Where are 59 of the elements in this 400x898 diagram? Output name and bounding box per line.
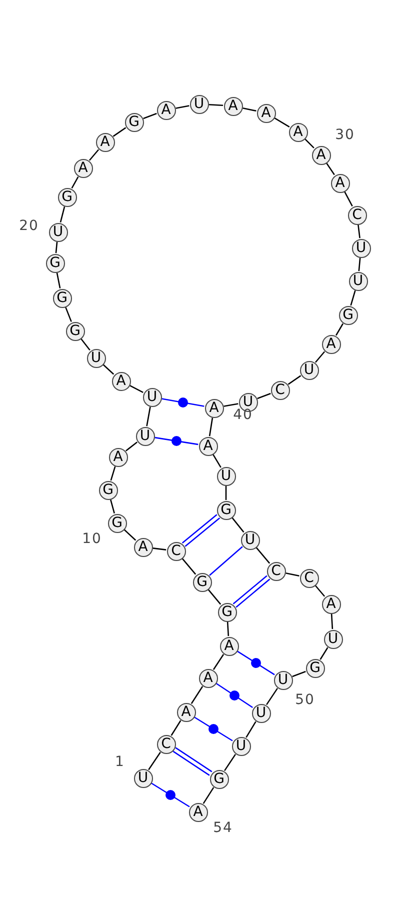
- nucleotide-circle: G: [124, 112, 144, 132]
- nucleotide-circle: A: [256, 104, 276, 122]
- nucleotide-circle: U: [86, 348, 106, 368]
- nucleotide-circle: U: [136, 426, 154, 446]
- nucleotide-circle: U: [216, 466, 236, 486]
- nucleotide-circle: A: [176, 702, 196, 722]
- nucleotide-circle: U: [324, 630, 342, 648]
- nucleotide-circle: U: [232, 736, 250, 756]
- position-number: 1: [115, 754, 125, 770]
- nucleotide-circle: A: [156, 100, 176, 120]
- nucleotide-circle: U: [348, 272, 368, 290]
- nucleotide-circle: G: [218, 602, 236, 622]
- nucleotide-circle: U: [252, 704, 270, 722]
- nucleotide-circle: A: [188, 802, 208, 822]
- position-number: 50: [295, 692, 315, 708]
- nucleotide-circle: U: [240, 530, 260, 550]
- nucleotide-circle: G: [66, 322, 84, 340]
- nucleotide-circle: A: [96, 132, 114, 152]
- nucleotide-circle: A: [112, 372, 130, 390]
- nucleotide-circle: A: [312, 146, 330, 164]
- nucleotide-circle: G: [216, 500, 236, 520]
- nucleotide-circle: G: [108, 514, 126, 532]
- nucleotide-circle: U: [142, 388, 162, 406]
- nucleotide-circle: C: [266, 562, 286, 580]
- nucleotide-circle: U: [274, 670, 292, 690]
- nucleotide-circle: A: [224, 96, 242, 116]
- nucleotide-circle: C: [166, 542, 186, 560]
- nucleotide-circle: A: [198, 668, 218, 688]
- nucleotide-circle: A: [108, 448, 128, 466]
- nucleotide-circle: A: [134, 538, 152, 556]
- nucleotide-circle: U: [300, 360, 318, 380]
- nucleotide-circle: U: [134, 768, 152, 788]
- nucleotide-circle: C: [270, 380, 290, 400]
- nucleotide-circle: A: [198, 436, 218, 456]
- nucleotide-circle: A: [330, 174, 350, 192]
- nucleotide-circle: C: [156, 734, 176, 754]
- nucleotide-circle: C: [300, 568, 318, 588]
- nucleotide-circle: G: [338, 306, 358, 324]
- nucleotide-circle: G: [306, 658, 324, 678]
- nucleotide-circle: U: [352, 238, 370, 258]
- nucleotide-circle: G: [46, 254, 64, 272]
- position-number: 10: [82, 531, 102, 547]
- position-number: 54: [213, 820, 233, 836]
- nucleotide-circle: A: [74, 158, 92, 178]
- nucleotide-circle: G: [210, 770, 228, 788]
- nucleotide-circle: U: [48, 222, 68, 242]
- nucleotide-circle: G: [52, 288, 72, 308]
- nucleotide-circle: G: [58, 188, 76, 206]
- nucleotide-circle: C: [348, 206, 366, 224]
- nucleotide-circle: G: [98, 480, 118, 500]
- position-number: 20: [19, 218, 39, 234]
- nucleotide-circle: A: [322, 594, 340, 614]
- nucleotide-circle: A: [322, 334, 340, 354]
- nucleotide-circle: G: [192, 572, 212, 592]
- nucleotide-circle: A: [204, 398, 224, 418]
- nucleotide-circle: A: [288, 122, 308, 142]
- nucleotide-circle: U: [190, 94, 208, 114]
- nucleotide-circle: A: [220, 636, 238, 656]
- position-number: 30: [335, 127, 355, 143]
